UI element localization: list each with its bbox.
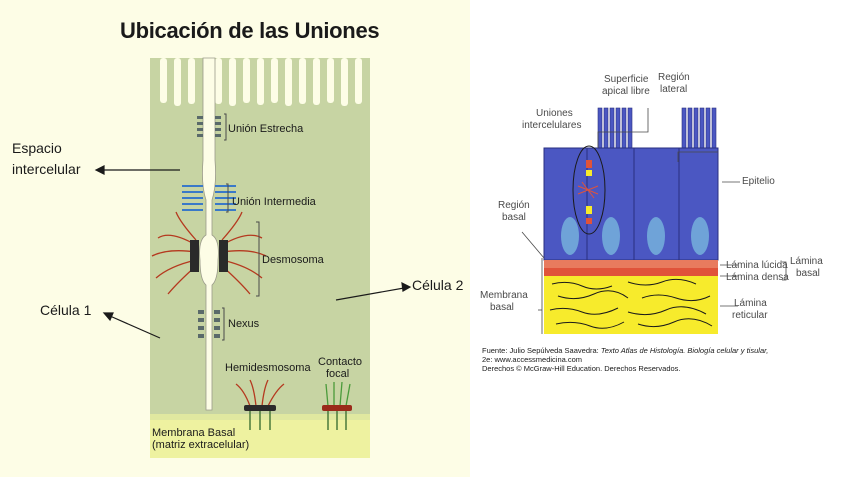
junction-illustration bbox=[94, 57, 412, 458]
focal-contact-label-2: focal bbox=[326, 368, 350, 380]
tight-junction-label: Unión Estrecha bbox=[228, 123, 304, 135]
lamina-lucida-label: Lámina lúcida bbox=[726, 260, 788, 271]
apical-surface-label-2: apical libre bbox=[602, 86, 650, 97]
nexus-marks bbox=[198, 310, 220, 338]
lateral-region-label-1: Región bbox=[658, 72, 690, 83]
desmosome-plaque-right bbox=[219, 240, 228, 272]
label-arrows bbox=[94, 165, 412, 339]
source-line-2: 2e: www.accessmedicina.com bbox=[482, 355, 583, 364]
epithelium-illustration bbox=[521, 107, 787, 334]
hemidesmosome-label: Hemidesmosoma bbox=[225, 362, 311, 374]
epithelium-figure: Superficie apical libre Región lateral U… bbox=[478, 62, 848, 382]
junction-markers bbox=[577, 160, 599, 224]
microvilli bbox=[597, 107, 717, 149]
tight-junction-marks bbox=[197, 116, 221, 137]
desmosome-label: Desmosoma bbox=[262, 254, 324, 266]
apical-surface-label-1: Superficie bbox=[604, 74, 649, 85]
lamina-reticular bbox=[544, 276, 718, 334]
reticular-lamina-label-2: reticular bbox=[732, 310, 768, 321]
source-line-3: Derechos © McGraw-Hill Education. Derech… bbox=[482, 364, 681, 373]
lamina-densa bbox=[544, 268, 718, 276]
focal-plaque bbox=[322, 405, 352, 411]
lateral-region-label-2: lateral bbox=[660, 84, 688, 95]
source-line-1: Fuente: Julio Sepúlveda Saavedra: Texto … bbox=[482, 346, 769, 355]
intermediate-junction-label: Unión Intermedia bbox=[232, 196, 316, 208]
basal-membrane-label-2: basal bbox=[490, 302, 514, 313]
lamina-basal-label-1: Lámina bbox=[790, 256, 823, 267]
lamina-lucida bbox=[544, 260, 718, 268]
basal-membrane-label-2: (matriz extracelular) bbox=[152, 439, 250, 451]
junctions-ellipse bbox=[572, 145, 606, 235]
hemidesmosome-integrins bbox=[249, 411, 271, 430]
intercellular-space-label-1: Espacio bbox=[12, 140, 62, 156]
basal-region-label-2: basal bbox=[502, 212, 526, 223]
intermediate-junction-marks bbox=[182, 185, 236, 211]
microvilli bbox=[160, 58, 362, 106]
nuclei bbox=[561, 217, 709, 255]
epithelium-label: Epitelio bbox=[742, 176, 775, 187]
basal-region-label-1: Región bbox=[498, 200, 530, 211]
label-brackets bbox=[222, 113, 260, 341]
focal-filaments bbox=[325, 381, 351, 407]
left-figure-title: Ubicación de las Uniones bbox=[120, 18, 380, 43]
desmosome-plaque-left bbox=[190, 240, 199, 272]
region-lines bbox=[521, 108, 787, 334]
nexus-label: Nexus bbox=[228, 318, 260, 330]
intercellular-junctions-label-2: intercelulares bbox=[522, 120, 582, 131]
intercellular-space bbox=[199, 57, 219, 411]
cell-2-label: Célula 2 bbox=[412, 277, 464, 293]
lamina-basal-label-2: basal bbox=[796, 268, 820, 279]
hemidesmosome-filaments bbox=[235, 379, 285, 407]
intercellular-junctions-label-1: Uniones bbox=[536, 108, 573, 119]
cytoplasm-area bbox=[150, 58, 370, 418]
focal-contact-label-1: Contacto bbox=[318, 356, 363, 368]
hemidesmosome-plaque bbox=[244, 405, 276, 411]
reticular-fibers bbox=[549, 278, 713, 329]
basal-membrane-label-1: Membrana bbox=[480, 290, 528, 301]
lamina-densa-label: Lámina densa bbox=[726, 272, 789, 283]
junction-location-figure: Ubicación de las Uniones Unión Estrecha … bbox=[0, 0, 470, 477]
reticular-lamina-label-1: Lámina bbox=[734, 298, 767, 309]
basal-membrane-label-1: Membrana Basal bbox=[152, 427, 236, 439]
cell-1-label: Célula 1 bbox=[40, 302, 92, 318]
focal-integrins bbox=[327, 411, 347, 430]
intercellular-space-label-2: intercelular bbox=[12, 161, 81, 177]
